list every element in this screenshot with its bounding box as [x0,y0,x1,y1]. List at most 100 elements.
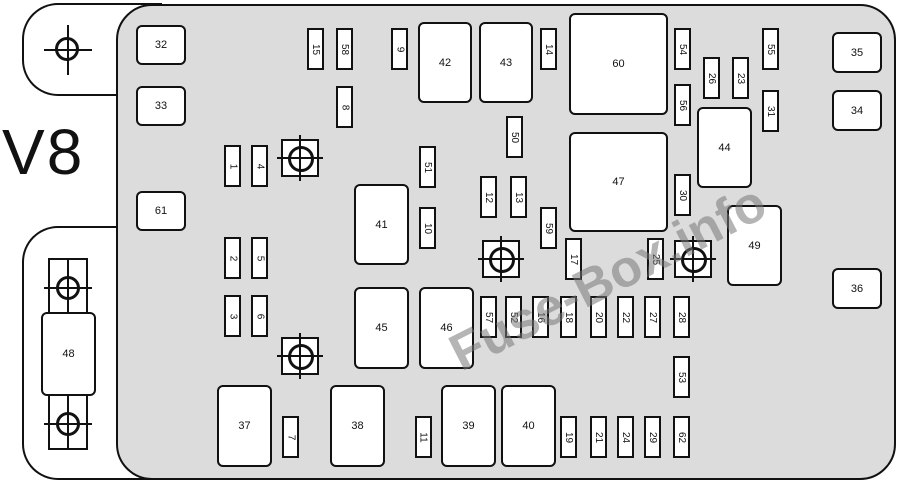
fuse-17: 17 [565,238,582,280]
relay-label: 49 [748,239,761,252]
fuse-label: 18 [563,311,574,323]
relay-48-bracket-top [44,258,92,316]
relay-label: 60 [612,58,625,70]
fuse-label: 20 [593,311,604,323]
relay-48-bracket-bottom [44,394,92,450]
fuse-label: 5 [254,255,265,261]
relay-label: 45 [375,322,388,334]
mount-crosshair-icon [44,25,92,75]
fuse-label: 1 [227,163,238,169]
fuse-15: 15 [307,28,324,70]
fuse-label: 57 [483,311,494,323]
relay-label: 35 [850,46,864,59]
relay-48: 48 [41,312,96,396]
fuse-label: 30 [677,189,688,201]
fuse-5: 5 [251,237,268,279]
fuse-26: 26 [703,57,720,99]
relay-label: 34 [850,104,864,117]
fuse-19: 19 [560,416,577,458]
fuse-label: 14 [543,43,554,55]
fuse-28: 28 [673,296,690,338]
fuse-22: 22 [617,296,634,338]
bolt-crosshair-icon [277,135,323,181]
fuse-label: 56 [677,99,688,111]
fuse-label: 23 [735,72,746,84]
fuse-8: 8 [336,86,353,128]
fuse-label: 50 [509,131,520,143]
relay-label: 48 [62,348,75,360]
relay-43: 43 [479,22,533,103]
fuse-2: 2 [224,237,241,279]
fuse-label: 53 [676,371,687,383]
fuse-label: 25 [650,253,661,265]
fuse-14: 14 [540,28,557,70]
fuse-1: 1 [224,145,241,187]
fuse-53: 53 [673,356,690,398]
fuse-label: 52 [508,311,519,323]
relay-label: 61 [154,205,168,217]
fuse-21: 21 [590,416,607,458]
fuse-55: 55 [762,28,779,70]
fuse-label: 28 [676,311,687,323]
relay-39: 39 [441,385,496,467]
fuse-label: 26 [706,72,717,84]
fuse-12: 12 [480,176,497,218]
relay-label: 43 [499,56,513,69]
fuse-label: 9 [394,46,405,52]
fuse-label: 13 [513,191,524,203]
fuse-4: 4 [251,145,268,187]
fuse-18: 18 [560,296,577,338]
relay-41: 41 [354,184,409,265]
fuse-56: 56 [674,84,691,126]
fuse-24: 24 [617,416,634,458]
relay-49: 49 [727,205,782,286]
fuse-9: 9 [391,28,408,70]
bolt-crosshair-icon [478,236,524,282]
fuse-label: 54 [677,43,688,55]
fuse-label: 59 [543,222,554,234]
relay-47: 47 [569,132,668,232]
fuse-label: 31 [765,105,776,117]
fuse-23: 23 [732,57,749,99]
fuse-16: 16 [532,296,549,338]
fuse-58: 58 [336,28,353,70]
fuse-label: 12 [483,191,494,203]
relay-32: 32 [136,25,186,65]
fuse-7: 7 [282,416,299,458]
relay-label: 44 [718,141,731,154]
fuse-62: 62 [673,416,690,458]
relay-label: 47 [612,176,625,188]
fuse-11: 11 [415,416,432,458]
fuse-13: 13 [510,176,527,218]
fuse-59: 59 [540,207,557,249]
fuse-51: 51 [419,146,436,188]
relay-44: 44 [697,107,752,188]
relay-label: 32 [154,39,168,51]
relay-label: 46 [440,322,453,334]
relay-60: 60 [569,13,668,115]
fuse-label: 62 [676,431,687,443]
relay-61: 61 [136,191,186,231]
fuse-27: 27 [644,296,661,338]
fuse-label: 19 [563,431,574,443]
relay-45: 45 [354,287,409,369]
bolt-crosshair-icon [670,236,716,282]
fuse-30: 30 [674,174,691,216]
fuse-label: 29 [647,431,658,443]
fuse-label: 51 [422,161,433,173]
fuse-label: 11 [417,431,429,443]
fuse-20: 20 [590,296,607,338]
relay-label: 39 [462,420,475,432]
fuse-6: 6 [251,295,268,337]
relay-35: 35 [832,32,882,73]
fuse-label: 6 [254,313,265,319]
fuse-label: 24 [620,431,631,443]
relay-label: 41 [375,218,388,231]
bolt-crosshair-icon [277,333,323,379]
fuse-54: 54 [674,28,691,70]
fuse-label: 3 [227,313,238,319]
fuse-label: 55 [765,43,776,55]
relay-42: 42 [418,22,472,103]
fuse-label: 22 [620,311,631,323]
fuse-label: 58 [339,43,350,55]
